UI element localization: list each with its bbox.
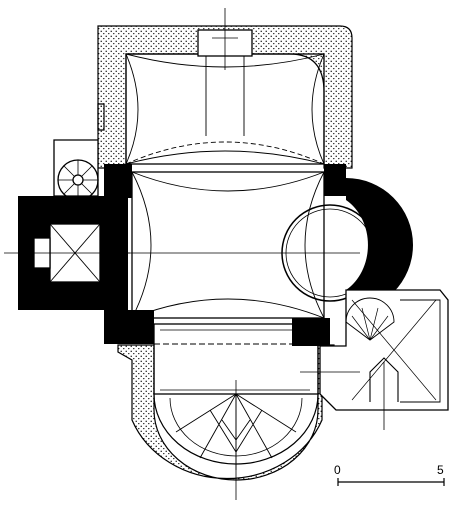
sw-pier	[104, 310, 154, 344]
annex-niche	[369, 357, 399, 402]
scale-label-max: 5	[437, 463, 444, 477]
scale-bar	[337, 478, 445, 486]
east-apse-dome	[281, 204, 379, 302]
nw-pier	[104, 164, 132, 198]
se-spiral-stair	[345, 297, 395, 341]
east-apse-wall	[346, 178, 413, 312]
nw-stair-shell	[53, 139, 99, 197]
central-bay	[131, 171, 325, 319]
west-step-wall	[97, 103, 105, 131]
plan-linework	[4, 8, 449, 500]
scale-label-min: 0	[334, 463, 341, 477]
ne-pier	[324, 164, 346, 196]
se-pier	[292, 318, 330, 346]
north-bay	[125, 53, 325, 165]
se-annex	[319, 289, 449, 411]
